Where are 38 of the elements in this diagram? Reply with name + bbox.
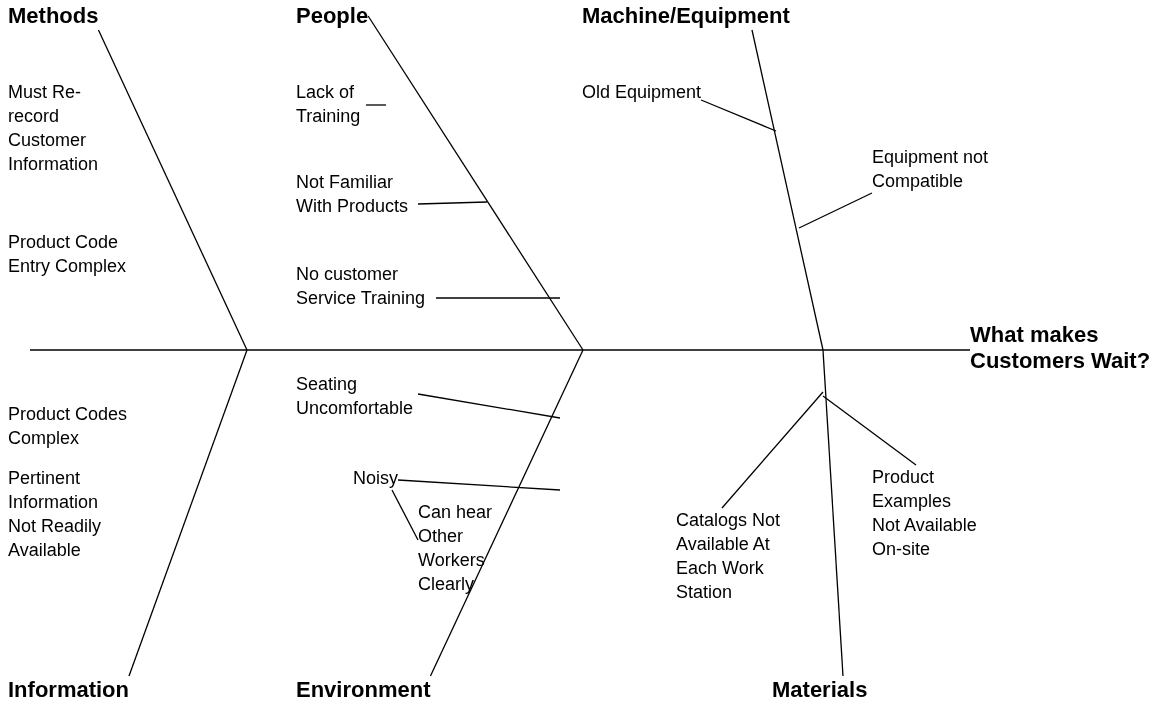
- cause-label: Seating Uncomfortable: [296, 372, 418, 420]
- bone-line: [429, 349, 584, 677]
- bone-line: [128, 349, 248, 677]
- cause-label: No customer Service Training: [296, 262, 436, 310]
- cause-label: Old Equipment: [582, 80, 702, 104]
- cause-label: Lack of Training: [296, 80, 366, 128]
- sub-bone-line: [700, 99, 777, 132]
- bone-line: [822, 349, 844, 677]
- cause-label: Not Familiar With Products: [296, 170, 418, 218]
- cause-label: Product Examples Not Available On-site: [872, 465, 977, 561]
- bone-line: [97, 29, 248, 351]
- category-heading: Information: [8, 676, 129, 704]
- sub-bone-line: [721, 391, 824, 509]
- cause-label: Pertinent Information Not Readily Available: [8, 467, 103, 562]
- sub-bone-line: [417, 201, 488, 205]
- cause-label: Can hear Other Workers Clearly: [418, 500, 498, 596]
- cause-label: Product Codes Complex: [8, 403, 129, 450]
- bone-line: [751, 29, 824, 351]
- category-heading: Methods: [8, 2, 99, 30]
- sub-bone-line: [365, 104, 387, 106]
- category-heading: People: [296, 2, 369, 30]
- category-heading: Machine/Equipment: [582, 2, 790, 30]
- sub-bone-line: [435, 297, 561, 299]
- leader-line: [391, 489, 419, 541]
- sub-bone-line: [822, 395, 917, 466]
- cause-label: Product Code Entry Complex: [8, 231, 128, 278]
- cause-label: Equipment not Compatible: [872, 145, 1032, 193]
- category-heading: Environment: [296, 676, 431, 704]
- sub-bone-line: [397, 479, 561, 491]
- sub-bone-line: [417, 393, 561, 419]
- cause-label: Catalogs Not Available At Each Work Station: [676, 508, 806, 604]
- spine-line: [29, 349, 971, 351]
- cause-label: Noisy: [353, 466, 398, 490]
- category-heading: Materials: [772, 676, 868, 704]
- effect-label: What makes Customers Wait?: [970, 322, 1160, 374]
- bone-line: [367, 15, 584, 351]
- sub-bone-line: [798, 192, 873, 229]
- cause-label: Must Re-record Customer Information: [8, 81, 100, 176]
